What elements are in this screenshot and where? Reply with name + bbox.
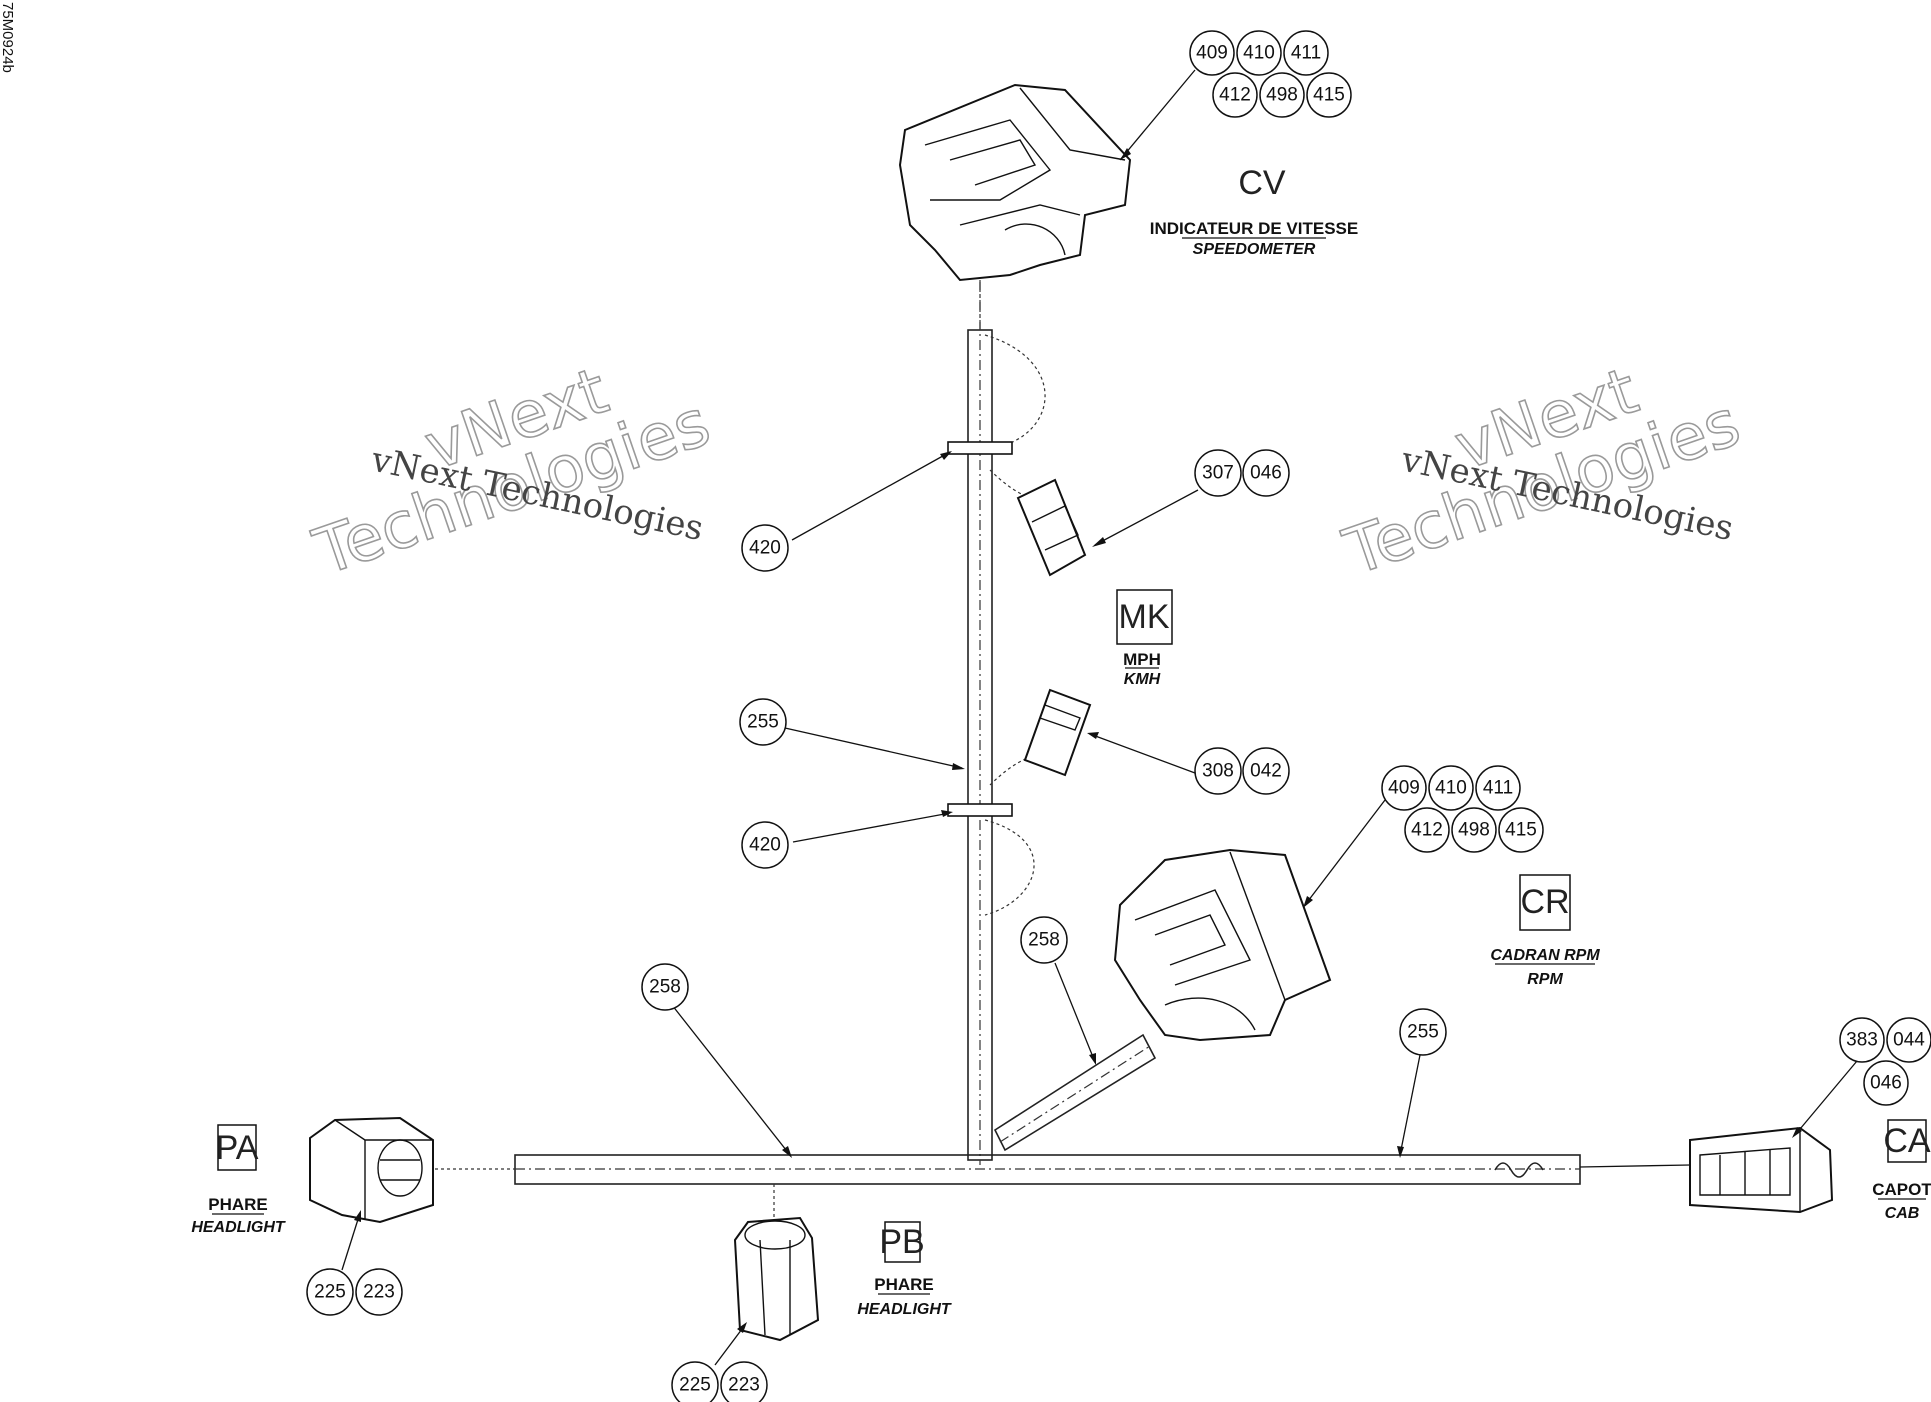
callout-258-main: 258 bbox=[649, 977, 681, 998]
callout-cr-group: 409 410 411 412 498 415 bbox=[1381, 765, 1544, 853]
callout-mk-group: 307 046 bbox=[1194, 449, 1290, 497]
connector-mk-1 bbox=[1016, 478, 1087, 577]
callout-clip-upper: 420 bbox=[741, 524, 789, 572]
callout-258-right: 258 bbox=[1020, 916, 1068, 964]
label-pb-fr: PHARE bbox=[874, 1275, 934, 1294]
callout-cv-409: 409 bbox=[1196, 43, 1228, 64]
clip-upper bbox=[947, 441, 1013, 455]
callout-pa-225: 225 bbox=[314, 1282, 346, 1303]
label-ca: CA CAPOT CAB bbox=[1872, 1119, 1931, 1222]
watermark-right: vNext Technologies vNext Technologies bbox=[1334, 353, 1749, 591]
callout-cr-415: 415 bbox=[1505, 820, 1537, 841]
label-cv-en: SPEEDOMETER bbox=[1193, 241, 1316, 258]
code-pb: PB bbox=[879, 1223, 924, 1261]
diagonal-branch bbox=[993, 1033, 1157, 1152]
callout-046: 046 bbox=[1250, 463, 1282, 484]
callout-cr-409: 409 bbox=[1388, 778, 1420, 799]
callout-cv-498: 498 bbox=[1266, 85, 1298, 106]
callout-cv-412: 412 bbox=[1219, 85, 1251, 106]
connector-pa bbox=[309, 1116, 434, 1224]
diagonal-centerline bbox=[999, 1045, 1151, 1143]
callout-pb-223: 223 bbox=[728, 1375, 760, 1396]
callout-cv-group: 409 410 411 412 498 415 bbox=[1189, 30, 1352, 118]
callout-044: 044 bbox=[1893, 1030, 1925, 1051]
callout-258-left: 258 bbox=[641, 963, 689, 1011]
callout-255-vertical: 255 bbox=[747, 712, 779, 733]
callout-258-diagonal: 258 bbox=[1028, 930, 1060, 951]
code-cr: CR bbox=[1520, 883, 1569, 921]
callout-255-main: 255 bbox=[1407, 1022, 1439, 1043]
label-pb-en: HEADLIGHT bbox=[857, 1301, 952, 1318]
callout-pa-group: 225 223 bbox=[306, 1268, 403, 1316]
callout-ca-group: 383 044 046 bbox=[1839, 1017, 1931, 1106]
code-cv: CV bbox=[1238, 164, 1286, 202]
label-mk-fr: MPH bbox=[1123, 650, 1161, 669]
connector-ca bbox=[1689, 1126, 1834, 1214]
callout-pb-225: 225 bbox=[679, 1375, 711, 1396]
callout-420-upper: 420 bbox=[749, 538, 781, 559]
leaders bbox=[341, 451, 1863, 1366]
slack-loop-bottom bbox=[984, 819, 1035, 916]
label-cr: CR CADRAN RPM RPM bbox=[1490, 874, 1600, 988]
connector-cr bbox=[1113, 848, 1332, 1042]
code-pa: PA bbox=[216, 1129, 259, 1167]
label-mk-en: KMH bbox=[1124, 671, 1161, 688]
label-cr-en: RPM bbox=[1527, 971, 1563, 988]
wire-to-ca bbox=[1579, 1164, 1691, 1168]
slack-loop-top bbox=[984, 334, 1046, 451]
connector-pb bbox=[733, 1216, 820, 1342]
connector-mk-2 bbox=[1023, 688, 1092, 777]
callout-383: 383 bbox=[1846, 1030, 1878, 1051]
code-ca: CA bbox=[1883, 1122, 1931, 1160]
label-mk: MK MPH KMH bbox=[1116, 589, 1173, 688]
callout-420-lower: 420 bbox=[749, 835, 781, 856]
callout-sleeve-255: 255 bbox=[739, 698, 787, 746]
label-pa-en: HEADLIGHT bbox=[191, 1219, 286, 1236]
callout-mk2-group: 308 042 bbox=[1194, 747, 1290, 795]
label-pa: PA PHARE HEADLIGHT bbox=[191, 1124, 286, 1236]
label-cv: CV INDICATEUR DE VITESSE SPEEDOMETER bbox=[1150, 164, 1358, 258]
clip-lower bbox=[947, 803, 1013, 817]
callout-042: 042 bbox=[1250, 761, 1282, 782]
slack-squiggle bbox=[1494, 1162, 1544, 1178]
label-cr-fr: CADRAN RPM bbox=[1490, 947, 1600, 964]
callout-cv-411: 411 bbox=[1291, 43, 1321, 64]
label-ca-fr: CAPOT bbox=[1872, 1180, 1931, 1199]
callout-cr-411: 411 bbox=[1483, 778, 1513, 799]
callout-cr-410: 410 bbox=[1435, 778, 1467, 799]
callout-ca-046: 046 bbox=[1870, 1073, 1902, 1094]
label-ca-en: CAB bbox=[1885, 1205, 1920, 1222]
callout-cv-415: 415 bbox=[1313, 85, 1345, 106]
code-mk: MK bbox=[1119, 598, 1170, 636]
watermark-left: vNext Technologies vNext Technologies bbox=[304, 353, 719, 591]
callout-cr-498: 498 bbox=[1458, 820, 1490, 841]
callout-main-255: 255 bbox=[1399, 1008, 1447, 1056]
callout-cr-412: 412 bbox=[1411, 820, 1443, 841]
callout-307: 307 bbox=[1202, 463, 1234, 484]
callout-pb-group: 225 223 bbox=[671, 1361, 768, 1402]
label-pb: PB PHARE HEADLIGHT bbox=[857, 1221, 952, 1318]
callout-cv-410: 410 bbox=[1243, 43, 1275, 64]
connector-cv bbox=[898, 83, 1132, 282]
callout-clip-lower: 420 bbox=[741, 821, 789, 869]
callout-pa-223: 223 bbox=[363, 1282, 395, 1303]
callout-cv bbox=[1119, 69, 1196, 161]
side-reference: 75M0924b bbox=[0, 2, 16, 73]
label-cv-fr: INDICATEUR DE VITESSE bbox=[1150, 219, 1358, 238]
label-pa-fr: PHARE bbox=[208, 1195, 268, 1214]
callout-308: 308 bbox=[1202, 761, 1234, 782]
